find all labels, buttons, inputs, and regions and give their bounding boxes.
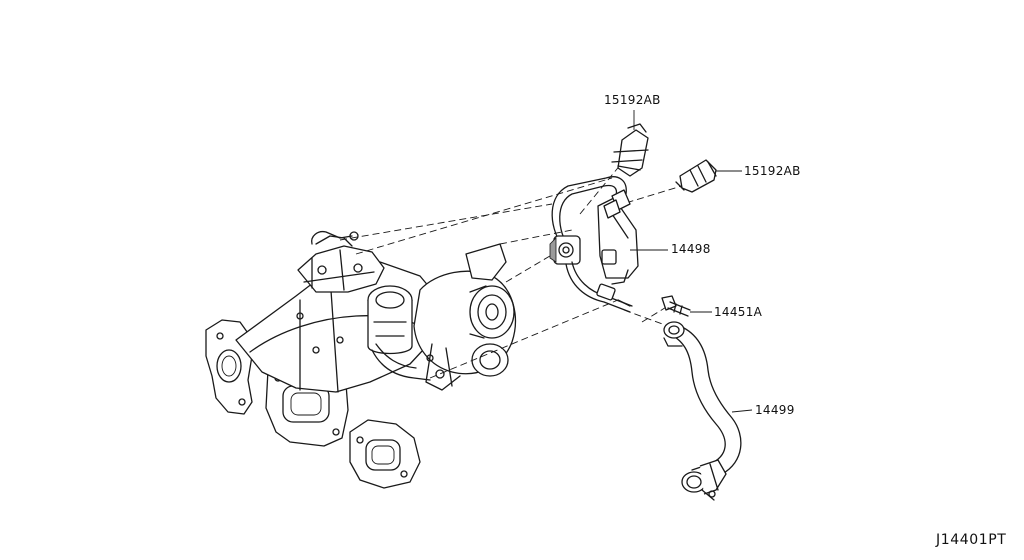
connector-15192ab-right bbox=[675, 159, 717, 193]
turbocharger-assembly bbox=[205, 230, 516, 489]
connector-15192ab-upper bbox=[611, 123, 649, 177]
part-label-15192ab-right: 15192AB bbox=[744, 164, 801, 178]
oil-feed-pipe-14498 bbox=[549, 176, 639, 313]
part-label-14499: 14499 bbox=[755, 403, 795, 417]
diagram-code: J14401PT bbox=[936, 532, 1007, 548]
bolt-14451a bbox=[661, 295, 691, 317]
exhaust-flange-right bbox=[349, 419, 421, 489]
part-label-15192ab-upper: 15192AB bbox=[604, 93, 661, 107]
part-label-14498: 14498 bbox=[671, 242, 711, 256]
assembly-dashed-lines bbox=[339, 157, 689, 379]
turbine-housing bbox=[413, 270, 516, 391]
oil-return-hose-14499 bbox=[663, 321, 742, 501]
wastegate-actuator bbox=[367, 285, 413, 355]
part-label-14451a: 14451A bbox=[714, 305, 763, 319]
leader-lines bbox=[630, 110, 753, 413]
